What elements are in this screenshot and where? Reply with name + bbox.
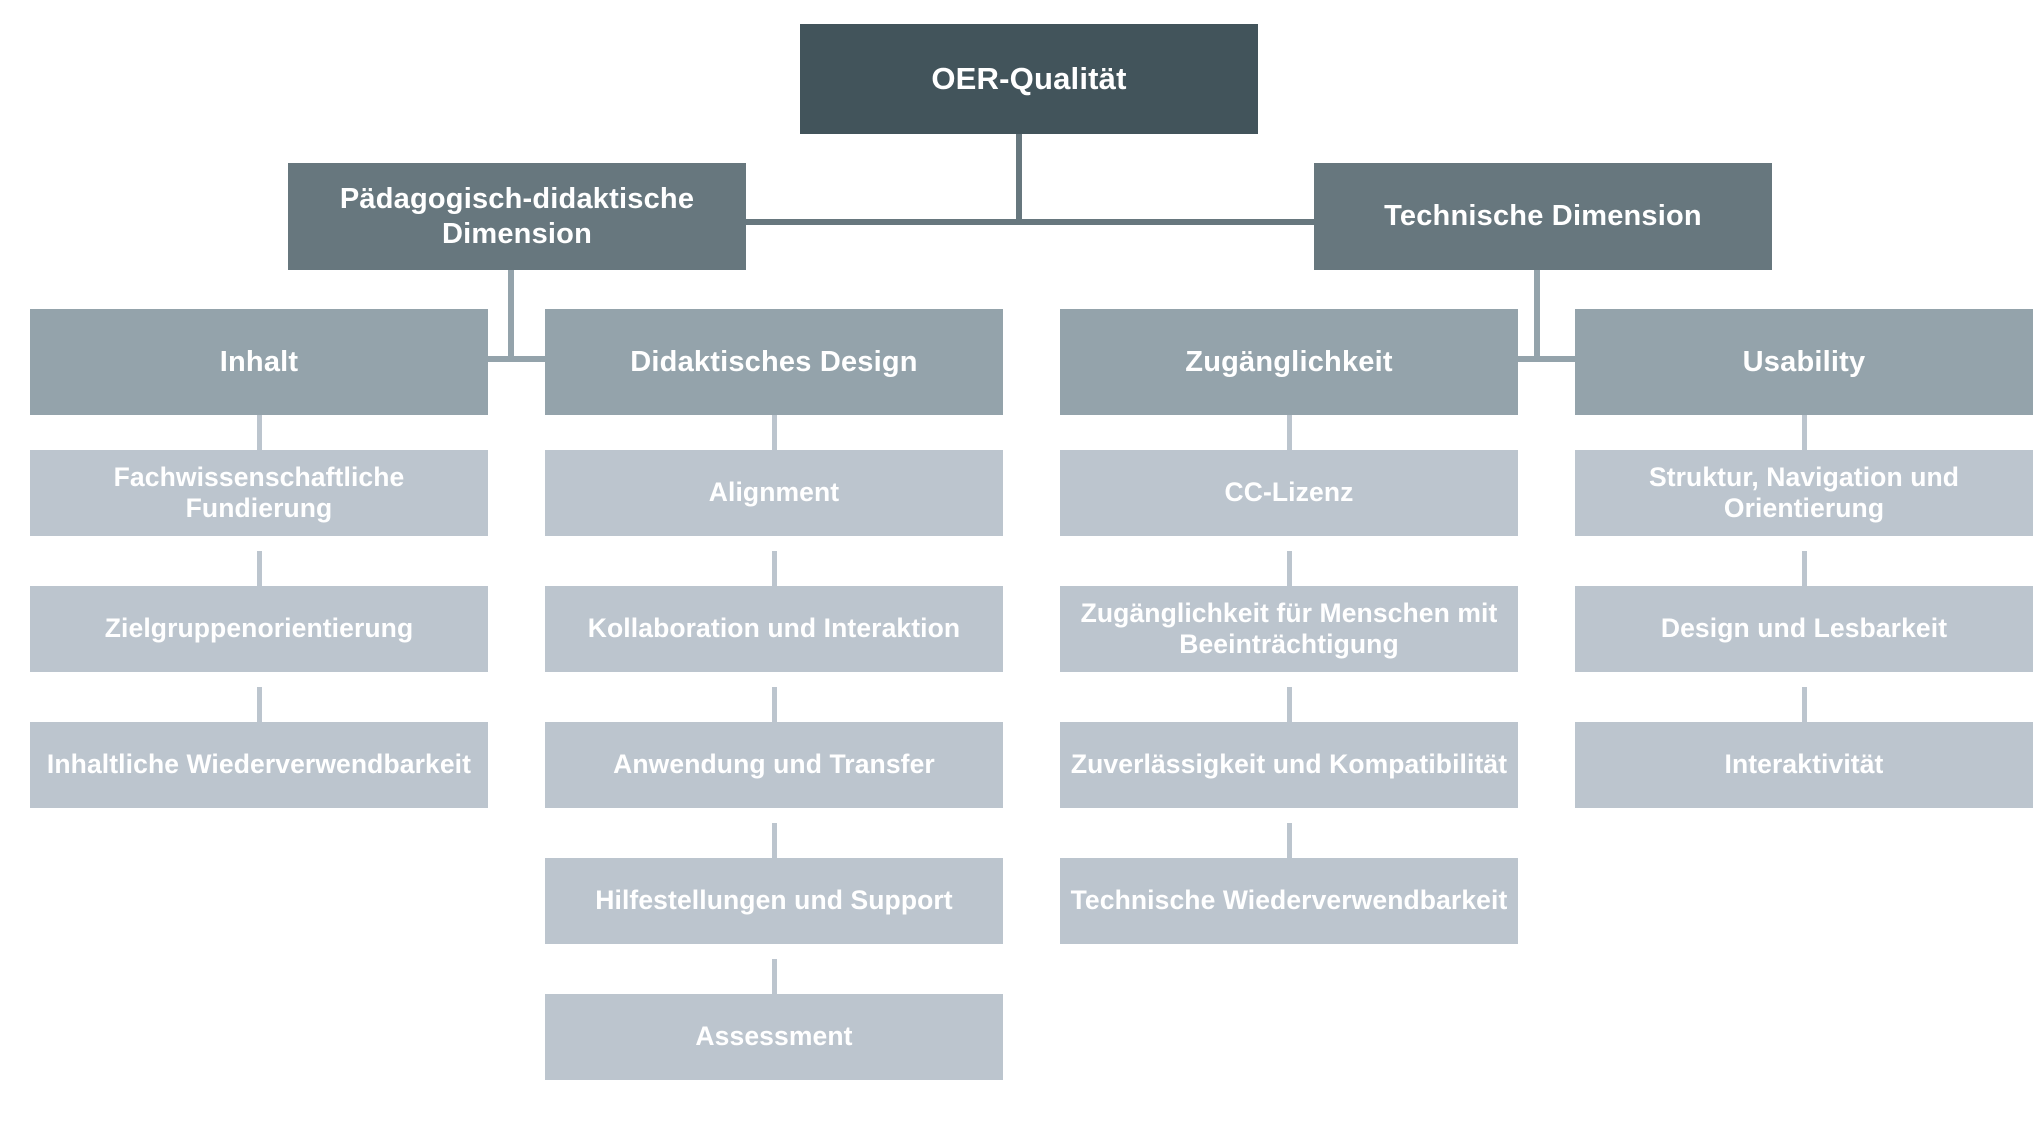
node-technische-wiederverwendbarkeit[interactable]: Technische Wiederverwendbarkeit — [1060, 858, 1518, 944]
node-zugaenglichkeit-fuer-menschen-mit-beeintraechtigung[interactable]: Zugänglichkeit für Menschen mit Beeinträ… — [1060, 586, 1518, 672]
connector-right-dimension-stem — [1534, 270, 1540, 362]
node-paedagogisch-didaktische-dimension[interactable]: Pädagogisch-didaktische Dimension — [288, 163, 746, 270]
node-zuverlaessigkeit-und-kompatibilitaet[interactable]: Zuverlässigkeit und Kompatibilität — [1060, 722, 1518, 808]
connector-col3-2 — [1287, 551, 1292, 601]
connector-col2-3 — [772, 687, 777, 737]
connector-col2-5 — [772, 959, 777, 1009]
connector-left-category-bus — [196, 356, 826, 362]
node-alignment[interactable]: Alignment — [545, 450, 1003, 536]
connector-col2-4 — [772, 823, 777, 873]
node-inhaltliche-wiederverwendbarkeit[interactable]: Inhaltliche Wiederverwendbarkeit — [30, 722, 488, 808]
node-zugaenglichkeit[interactable]: Zugänglichkeit — [1060, 309, 1518, 415]
node-technische-dimension[interactable]: Technische Dimension — [1314, 163, 1772, 270]
connector-right-category-bus — [1226, 356, 1856, 362]
connector-col4-2 — [1802, 551, 1807, 601]
node-usability[interactable]: Usability — [1575, 309, 2033, 415]
connector-left-dimension-stem — [508, 270, 514, 362]
node-inhalt[interactable]: Inhalt — [30, 309, 488, 415]
connector-col3-3 — [1287, 687, 1292, 737]
node-struktur-navigation-und-orientierung[interactable]: Struktur, Navigation und Orientierung — [1575, 450, 2033, 536]
connector-col1-1 — [257, 415, 262, 465]
node-zielgruppenorientierung[interactable]: Zielgruppenorientierung — [30, 586, 488, 672]
node-hilfestellungen-und-support[interactable]: Hilfestellungen und Support — [545, 858, 1003, 944]
node-cc-lizenz[interactable]: CC-Lizenz — [1060, 450, 1518, 536]
connector-root-stem — [1016, 134, 1022, 222]
connector-col1-3 — [257, 687, 262, 737]
connector-col2-1 — [772, 415, 777, 465]
node-interaktivitaet[interactable]: Interaktivität — [1575, 722, 2033, 808]
node-assessment[interactable]: Assessment — [545, 994, 1003, 1080]
connector-col3-1 — [1287, 415, 1292, 465]
node-design-und-lesbarkeit[interactable]: Design und Lesbarkeit — [1575, 586, 2033, 672]
node-kollaboration-und-interaktion[interactable]: Kollaboration und Interaktion — [545, 586, 1003, 672]
connector-col2-2 — [772, 551, 777, 601]
connector-col3-4 — [1287, 823, 1292, 873]
node-fachwissenschaftliche-fundierung[interactable]: Fachwissenschaftliche Fundierung — [30, 450, 488, 536]
node-didaktisches-design[interactable]: Didaktisches Design — [545, 309, 1003, 415]
connector-dimension-bus — [746, 219, 1316, 225]
node-oer-qualitaet[interactable]: OER-Qualität — [800, 24, 1258, 134]
connector-col1-2 — [257, 551, 262, 601]
connector-col4-1 — [1802, 415, 1807, 465]
connector-col4-3 — [1802, 687, 1807, 737]
node-anwendung-und-transfer[interactable]: Anwendung und Transfer — [545, 722, 1003, 808]
